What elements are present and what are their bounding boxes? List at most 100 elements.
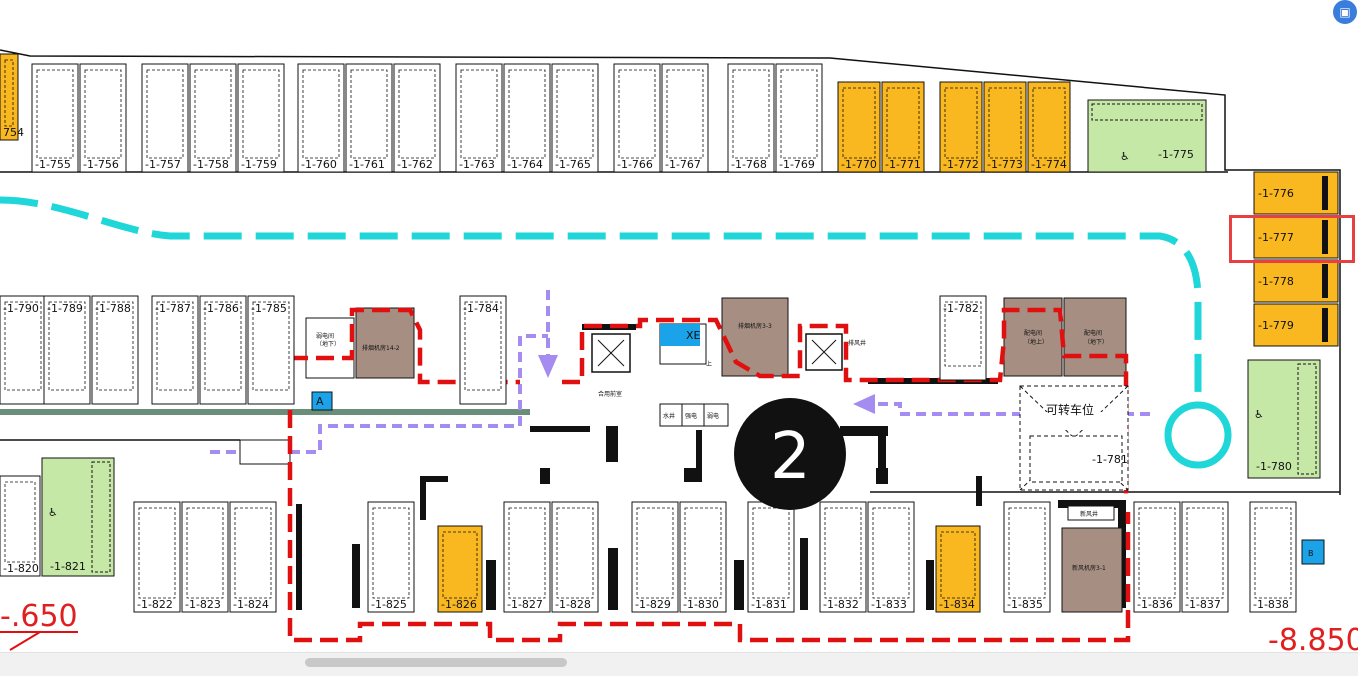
floor-plan-canvas[interactable]: 排烟机房14-2 排烟机房3-3 配电间 （地上） 配电间 （地下） 新风机房3…: [0, 0, 1358, 652]
flex-space-label: 可转车位: [1046, 402, 1094, 417]
parking-stall-820[interactable]: -1-820: [0, 475, 41, 577]
scrollbar-thumb[interactable]: [305, 658, 567, 667]
parking-stall[interactable]: -1-823: [181, 501, 229, 613]
parking-stall[interactable]: -1-778: [1253, 259, 1339, 303]
stall-label: -1-774: [1031, 158, 1067, 171]
stall-label: -1-837: [1185, 598, 1221, 611]
parking-stall[interactable]: -1-768: [727, 63, 775, 173]
lobby-label: 合用前室: [598, 390, 622, 398]
zone-marker[interactable]: [734, 398, 846, 510]
parking-stall[interactable]: -1-829: [631, 501, 679, 613]
parking-stall[interactable]: -1-788: [91, 295, 139, 405]
parking-stall[interactable]: -1-822: [133, 501, 181, 613]
parking-stall[interactable]: -1-835: [1003, 501, 1051, 613]
parking-stall[interactable]: -1-765: [551, 63, 599, 173]
parking-stall[interactable]: -1-832: [819, 501, 867, 613]
parking-stall[interactable]: -1-773: [983, 81, 1027, 173]
stall-label: -1-763: [459, 158, 495, 171]
stall-label: -1-786: [203, 302, 239, 315]
parking-stall[interactable]: -1-766: [613, 63, 661, 173]
accessible-stall-775[interactable]: ♿-1-775: [1087, 99, 1207, 173]
stall-label: -1-756: [83, 158, 119, 171]
parking-stall[interactable]: -1-760: [297, 63, 345, 173]
parking-stall[interactable]: -1-779: [1253, 303, 1339, 347]
parking-stall[interactable]: -1-755: [31, 63, 79, 173]
stall-label: -1-829: [635, 598, 671, 611]
shaft-label: 排风井: [848, 339, 866, 347]
elevation-left: -.650: [0, 599, 78, 634]
parking-stall[interactable]: -1-770: [837, 81, 881, 173]
power-room-down-sub: （地下）: [1084, 338, 1108, 346]
parking-stall[interactable]: -1-785: [247, 295, 295, 405]
dock-icon[interactable]: ▣: [1333, 0, 1357, 24]
parking-stall[interactable]: -1-790: [0, 295, 47, 405]
parking-stall[interactable]: -1-827: [503, 501, 551, 613]
parking-stall[interactable]: -1-761: [345, 63, 393, 173]
parking-stall[interactable]: -1-757: [141, 63, 189, 173]
parking-stall-754[interactable]: 754: [0, 53, 24, 141]
parking-stall[interactable]: -1-759: [237, 63, 285, 173]
stall-label: -1-768: [731, 158, 767, 171]
stall-label: -1-771: [885, 158, 921, 171]
stall-label: -1-826: [441, 598, 477, 611]
parking-stall[interactable]: -1-767: [661, 63, 709, 173]
stall-label: -1-836: [1137, 598, 1173, 611]
parking-stall[interactable]: -1-824: [229, 501, 277, 613]
parking-stall[interactable]: -1-830: [679, 501, 727, 613]
stall-label: -1-831: [751, 598, 787, 611]
marker-b: B: [1308, 549, 1314, 558]
accessible-stall-780[interactable]: ♿-1-780: [1247, 359, 1321, 479]
stall-label: -1-785: [251, 302, 287, 315]
zone-number: 2: [770, 420, 811, 494]
parking-stall[interactable]: -1-789: [43, 295, 91, 405]
stall-label: -1-777: [1258, 231, 1294, 244]
route-arrow-left: [853, 394, 875, 414]
fan-room-14-2-label: 排烟机房14-2: [362, 344, 400, 352]
parking-stall[interactable]: -1-836: [1133, 501, 1181, 613]
stall-label: -1-773: [987, 158, 1023, 171]
stall-label: -1-755: [35, 158, 71, 171]
stall-label: -1-820: [3, 562, 39, 575]
parking-stall[interactable]: -1-782: [939, 295, 987, 381]
parking-stall[interactable]: -1-784: [459, 295, 507, 405]
parking-stall[interactable]: -1-826: [437, 525, 483, 613]
fresh-shaft-label: 新风井: [1080, 510, 1098, 518]
parking-stall[interactable]: -1-756: [79, 63, 127, 173]
power-room-up-sub: （地上）: [1024, 338, 1048, 346]
parking-stall[interactable]: -1-764: [503, 63, 551, 173]
stall-label: -1-760: [301, 158, 337, 171]
up-mark: 上: [706, 360, 712, 368]
stall-label: -1-822: [137, 598, 173, 611]
horizontal-scrollbar[interactable]: [0, 652, 1358, 676]
parking-stall[interactable]: -1-828: [551, 501, 599, 613]
accessible-stall-821[interactable]: ♿ -1-821: [41, 457, 115, 577]
parking-stall[interactable]: -1-771: [881, 81, 925, 173]
parking-stall[interactable]: -1-774: [1027, 81, 1071, 173]
parking-stall[interactable]: -1-769: [775, 63, 823, 173]
parking-stall[interactable]: -1-834: [935, 525, 981, 613]
parking-stall[interactable]: -1-831: [747, 501, 795, 613]
stall-label: -1-762: [397, 158, 433, 171]
room-c-label: 弱电: [707, 412, 719, 420]
wheelchair-icon: ♿: [48, 506, 58, 519]
stall-label: -1-824: [233, 598, 269, 611]
parking-stall[interactable]: -1-833: [867, 501, 915, 613]
stall-label: -1-769: [779, 158, 815, 171]
parking-stall[interactable]: -1-776: [1253, 171, 1339, 215]
parking-stall[interactable]: -1-763: [455, 63, 503, 173]
parking-stall[interactable]: -1-758: [189, 63, 237, 173]
stall-label: -1-821: [50, 560, 86, 573]
parking-stall[interactable]: -1-825: [367, 501, 415, 613]
stall-label: -1-766: [617, 158, 653, 171]
parking-stall[interactable]: -1-772: [939, 81, 983, 173]
parking-stall[interactable]: -1-837: [1181, 501, 1229, 613]
parking-stall[interactable]: -1-762: [393, 63, 441, 173]
flex-space[interactable]: 可转车位 -1-781: [1019, 385, 1129, 491]
parking-stall[interactable]: -1-787: [151, 295, 199, 405]
parking-stall[interactable]: -1-838: [1249, 501, 1297, 613]
stall-label: -1-788: [95, 302, 131, 315]
parking-stall[interactable]: -1-786: [199, 295, 247, 405]
core-walls: [296, 324, 1126, 610]
parking-stall[interactable]: -1-777: [1253, 215, 1339, 259]
stall-label: -1-825: [371, 598, 407, 611]
